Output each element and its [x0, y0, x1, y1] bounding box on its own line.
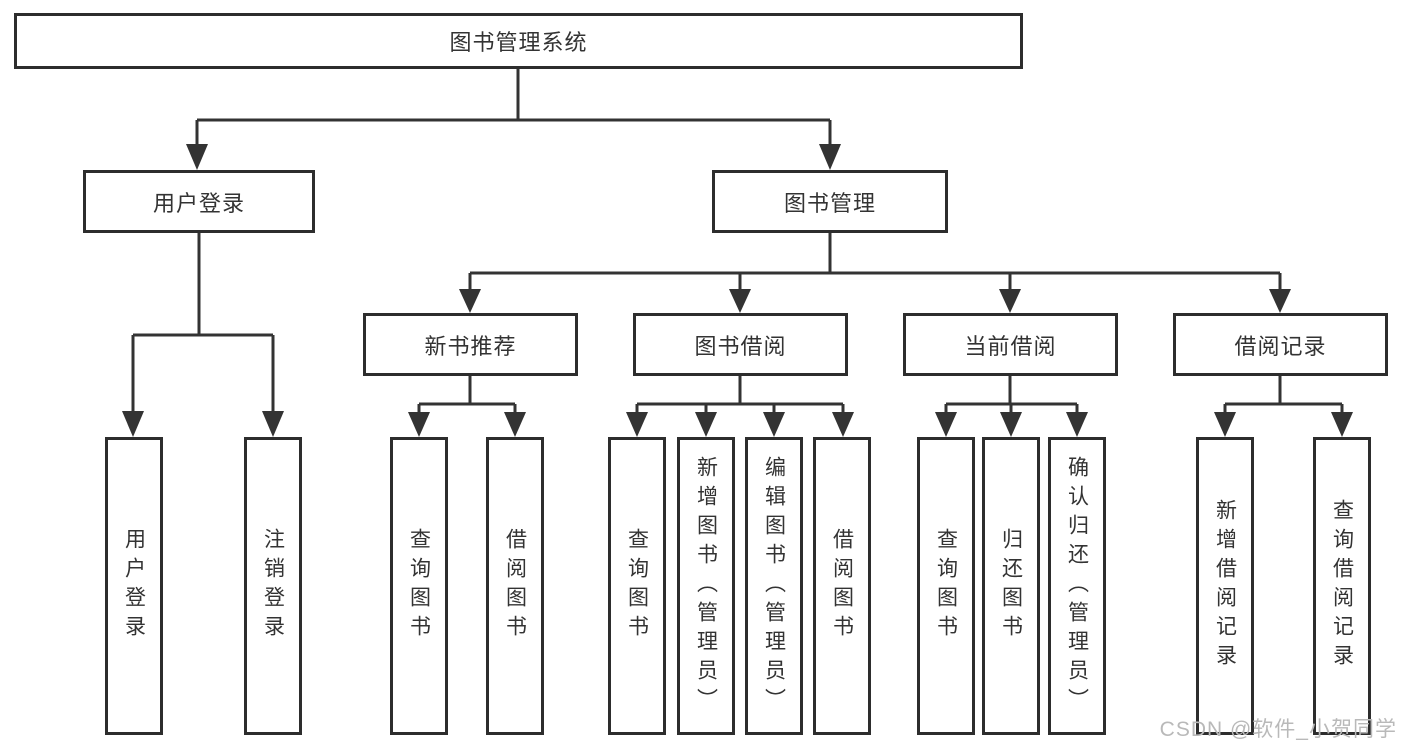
csdn-watermark: CSDN @软件_小贺同学 — [1159, 718, 1397, 741]
leaf-logout: 注销登录 — [244, 437, 302, 735]
node-user-login: 用户登录 — [83, 170, 315, 233]
leaf-confirm-return-admin: 确认归还（管理员） — [1048, 437, 1106, 735]
leaf-add-borrow-record: 新增借阅记录 — [1196, 437, 1254, 735]
node-borrowing-records: 借阅记录 — [1173, 313, 1388, 376]
leaf-add-book-admin: 新增图书（管理员） — [677, 437, 735, 735]
node-current-borrowing: 当前借阅 — [903, 313, 1118, 376]
leaf-query-books-current: 查询图书 — [917, 437, 975, 735]
leaf-borrow-books-recommend: 借阅图书 — [486, 437, 544, 735]
node-new-book-recommend: 新书推荐 — [363, 313, 578, 376]
node-library-system: 图书管理系统 — [14, 13, 1023, 69]
leaf-user-login: 用户登录 — [105, 437, 163, 735]
node-book-management: 图书管理 — [712, 170, 948, 233]
arrowheads — [122, 144, 1353, 437]
leaf-query-books-recommend: 查询图书 — [390, 437, 448, 735]
leaf-return-book: 归还图书 — [982, 437, 1040, 735]
node-book-borrowing: 图书借阅 — [633, 313, 848, 376]
leaf-edit-book-admin: 编辑图书（管理员） — [745, 437, 803, 735]
leaf-query-borrow-record: 查询借阅记录 — [1313, 437, 1371, 735]
leaf-borrow-books: 借阅图书 — [813, 437, 871, 735]
leaf-query-books-borrowing: 查询图书 — [608, 437, 666, 735]
